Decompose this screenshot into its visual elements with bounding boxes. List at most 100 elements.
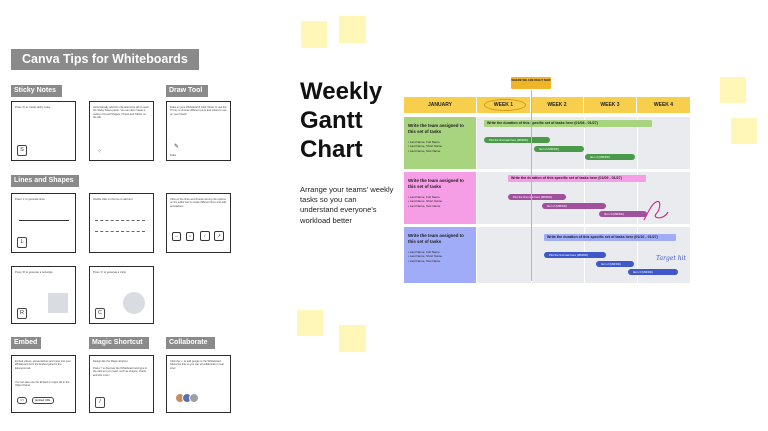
team-member: Last Name, Full Name xyxy=(408,250,472,254)
card-collaborate[interactable]: Click the '+' to add people to the White… xyxy=(166,355,231,413)
task-bar[interactable]: Item 2 (MM/DD) xyxy=(596,261,634,267)
card-text: Draw on your Whiteboard! Click 'Draw' or… xyxy=(170,106,227,116)
duration-label-2[interactable]: Write the duration of this specific set … xyxy=(508,175,646,182)
card-embed[interactable]: Embed videos, presentations and more int… xyxy=(11,355,76,413)
team-member: Last Name, Short Name xyxy=(408,144,472,148)
sticky-note[interactable] xyxy=(301,21,327,48)
section-collaborate: Collaborate xyxy=(166,337,215,349)
title-line: Chart xyxy=(300,136,363,163)
task-bar[interactable]: Plot the first task here (MM/DD) xyxy=(484,137,550,143)
section-sticky-notes: Sticky Notes xyxy=(11,85,62,97)
avatar xyxy=(189,393,199,403)
circle-sample xyxy=(123,292,145,314)
line-sample xyxy=(19,220,69,221)
card-text: Click on the lines and choose among the … xyxy=(170,198,226,208)
card-text: Press 'S' to create sticky notes xyxy=(15,106,51,109)
card-text: Double click on the line to add text xyxy=(93,198,133,201)
card-text: Embed videos, presentations and more int… xyxy=(15,360,71,370)
line-weight-button[interactable]: ═ xyxy=(186,232,195,241)
gantt-chart[interactable]: JANUARY WEEK 1 WEEK 2 WEEK 3 WEEK 4 Writ… xyxy=(404,77,690,284)
card-lines[interactable]: Press 'L' to generate lines L xyxy=(11,193,76,253)
card-text: Press 'C' to generate a circle xyxy=(93,271,126,274)
team-member: Last Name, Short Name xyxy=(408,254,472,258)
sticky-note[interactable] xyxy=(297,310,323,336)
tips-banner: Canva Tips for Whiteboards xyxy=(11,49,199,70)
line-diagonal-icon[interactable]: ⁄ xyxy=(200,231,210,241)
task-bar[interactable]: Plot the first task here (MM/DD) xyxy=(544,252,606,258)
row-label-1[interactable]: Write the team assigned to this set of t… xyxy=(404,117,476,169)
line-arrow-icon[interactable]: ↗ xyxy=(214,231,224,241)
section-magic-shortcut: Magic Shortcut xyxy=(89,337,149,349)
row-label-2[interactable]: Write the team assigned to this set of t… xyxy=(404,172,476,224)
dashed-line-sample xyxy=(95,220,145,221)
key-slash-icon: / xyxy=(95,397,105,408)
team-member: Last Name, Test Name xyxy=(408,149,472,153)
draw-label: Draw xyxy=(170,153,177,157)
team-list: Last Name, Full Name Last Name, Short Na… xyxy=(408,195,472,208)
today-line[interactable] xyxy=(531,90,532,281)
duration-label-3[interactable]: Write the duration of this specific set … xyxy=(544,234,676,241)
today-tag[interactable]: WHERE WE ARE RIGHT NOW xyxy=(511,77,551,89)
line-style-button[interactable]: ― xyxy=(172,232,181,241)
key-c-icon: C xyxy=(95,308,105,319)
card-text: Press 'L' to generate lines xyxy=(15,198,45,201)
duration-label-1[interactable]: Write the duration of this specific set … xyxy=(484,120,652,127)
sticky-note[interactable] xyxy=(339,16,366,43)
header-week-3: WEEK 3 xyxy=(584,97,637,113)
team-member: Last Name, Short Name xyxy=(408,199,472,203)
card-text-2: Press '/' to discover the Whiteboard and… xyxy=(93,367,148,377)
team-member: Last Name, Test Name xyxy=(408,259,472,263)
team-member: Last Name, Test Name xyxy=(408,204,472,208)
team-title: Write the team assigned to this set of t… xyxy=(408,178,464,189)
embed-url-button[interactable]: Embed URL xyxy=(32,397,54,404)
sticky-note[interactable] xyxy=(339,325,366,352)
signature-text: Target hit xyxy=(656,255,686,262)
team-member: Last Name, Full Name xyxy=(408,195,472,199)
grid-icon: ⁘ xyxy=(97,149,103,155)
card-text: Automatically add from the Elements tab … xyxy=(93,106,149,120)
rectangle-sample xyxy=(48,293,68,313)
title-line: Weekly xyxy=(300,78,383,105)
task-bar[interactable]: Item 2 (MM/DD) xyxy=(542,203,606,209)
scribble-drawing[interactable] xyxy=(642,198,670,224)
title-line: Gantt xyxy=(300,107,363,134)
card-draw-tool[interactable]: Draw on your Whiteboard! Click 'Draw' or… xyxy=(166,101,231,161)
header-week-2: WEEK 2 xyxy=(531,97,584,113)
task-bar[interactable]: Plot the first task here (MM/DD) xyxy=(508,194,566,200)
row-label-3[interactable]: Write the team assigned to this set of t… xyxy=(404,227,476,283)
task-bar[interactable]: Item 3 (MM/DD) xyxy=(585,154,635,160)
dashed-line-sample xyxy=(95,231,145,232)
card-elements[interactable]: Automatically add from the Elements tab … xyxy=(89,101,154,161)
task-bar[interactable]: Item 3 (MM/DD) xyxy=(599,211,647,217)
embed-code-icon[interactable]: </> xyxy=(17,397,28,404)
card-magic-shortcut[interactable]: Design like the Magic shortcut Press '/'… xyxy=(89,355,154,413)
section-embed: Embed xyxy=(11,337,41,349)
section-lines-shapes: Lines and Shapes xyxy=(11,175,79,187)
card-rectangle[interactable]: Press 'R' to generate a rectangle R xyxy=(11,266,76,324)
week-divider xyxy=(584,117,585,283)
task-bar[interactable]: Item 2 (MM/DD) xyxy=(534,146,584,152)
sticky-note[interactable] xyxy=(720,77,746,103)
key-r-icon: R xyxy=(17,308,27,319)
header-week-4: WEEK 4 xyxy=(637,97,690,113)
card-sticky-notes[interactable]: Press 'S' to create sticky notes S xyxy=(11,101,76,161)
card-text: Design like the Magic shortcut xyxy=(93,360,128,363)
highlight-ring xyxy=(484,99,526,111)
section-draw-tool: Draw Tool xyxy=(166,85,208,97)
team-title: Write the team assigned to this set of t… xyxy=(408,233,464,244)
team-title: Write the team assigned to this set of t… xyxy=(408,123,464,134)
sticky-note[interactable] xyxy=(731,118,757,144)
card-line-options[interactable]: Click on the lines and choose among the … xyxy=(166,193,231,253)
card-double-click[interactable]: Double click on the line to add text xyxy=(89,193,154,253)
team-list: Last Name, Full Name Last Name, Short Na… xyxy=(408,250,472,263)
team-member: Last Name, Full Name xyxy=(408,140,472,144)
card-circle[interactable]: Press 'C' to generate a circle C xyxy=(89,266,154,324)
gantt-description: Arrange your teams' weekly tasks so you … xyxy=(300,185,394,225)
card-text-2: You can also use the Embed on Apps tab i… xyxy=(15,381,70,388)
key-l-icon: L xyxy=(17,237,27,248)
task-bar[interactable]: Item 3 (MM/DD) xyxy=(628,269,678,275)
header-month: JANUARY xyxy=(404,97,477,113)
gantt-title: Weekly Gantt Chart xyxy=(300,77,382,164)
pen-icon: ✎ xyxy=(174,144,180,150)
